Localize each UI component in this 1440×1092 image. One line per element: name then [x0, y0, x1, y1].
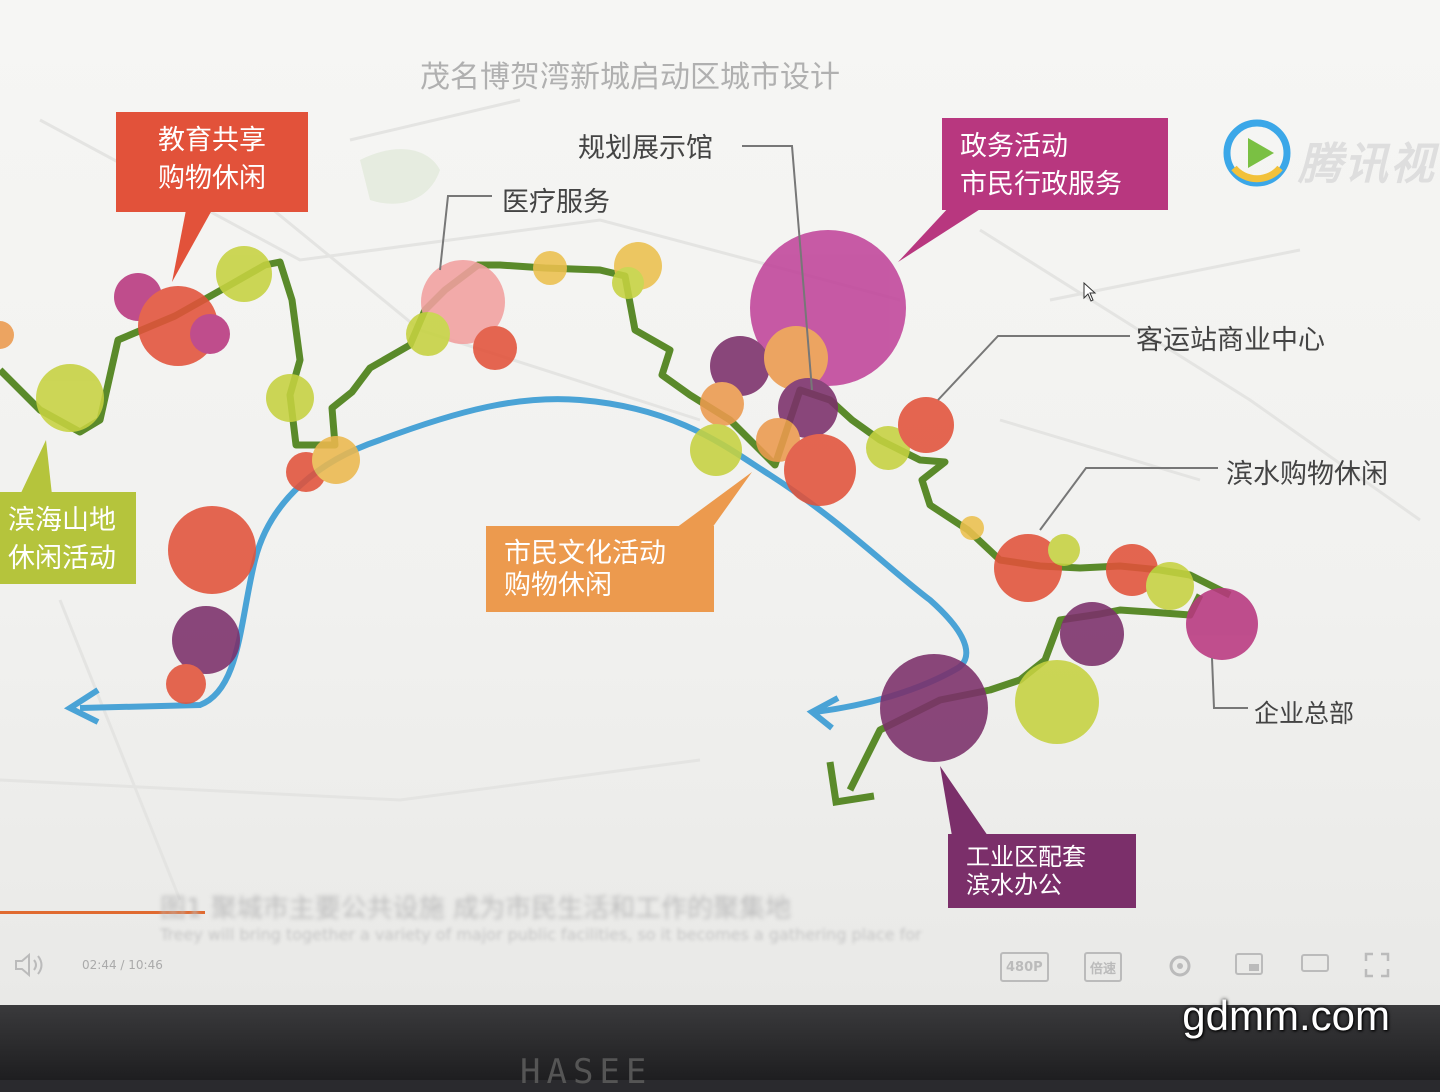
- callout-education: 教育共享 购物休闲: [116, 112, 308, 212]
- node-circle: [0, 321, 14, 349]
- callout-line: 滨水办公: [966, 871, 1062, 899]
- node-circle: [866, 426, 910, 470]
- map-diagram: [0, 98, 1421, 901]
- node-circle: [778, 378, 838, 438]
- node-circle: [533, 251, 567, 285]
- slide-title: 茂名博贺湾新城启动区城市设计: [420, 60, 840, 95]
- green-route-path: [0, 258, 1232, 599]
- map-green-patch: [360, 149, 440, 204]
- callout-line: 工业区配套: [966, 843, 1086, 871]
- callout-line: 政务活动: [960, 131, 1068, 162]
- label-medical: 医疗服务: [502, 187, 610, 218]
- node-circle: [190, 314, 230, 354]
- node-circle: [1106, 544, 1158, 596]
- node-circle: [612, 267, 644, 299]
- node-circle: [898, 397, 954, 453]
- label-planning-hall: 规划展示馆: [578, 133, 713, 164]
- pointer-government: [898, 206, 985, 262]
- map-streets: [0, 98, 1421, 901]
- callout-government: 政务活动 市民行政服务: [942, 118, 1168, 210]
- site-watermark: gdmm.com: [1182, 992, 1390, 1039]
- callout-line: 教育共享: [158, 125, 266, 156]
- node-circle: [168, 506, 256, 594]
- node-circle: [1146, 562, 1194, 610]
- node-circle: [994, 534, 1062, 602]
- label-waterfront-shopping: 滨水购物休闲: [1226, 459, 1388, 490]
- mouse-cursor-icon: [1083, 282, 1097, 302]
- green-route-arrow-head: [826, 761, 875, 807]
- laptop-bezel: [0, 1005, 1440, 1080]
- node-circle: [960, 516, 984, 540]
- callout-line: 休闲活动: [8, 543, 116, 574]
- callout-line: 市民行政服务: [960, 169, 1122, 200]
- node-circle: [690, 424, 742, 476]
- leader-medical: [439, 195, 492, 271]
- speed-button[interactable]: 倍速: [1084, 952, 1123, 982]
- leader-bus-station: [937, 335, 1130, 401]
- pointer-coastal: [20, 440, 52, 495]
- node-circle: [166, 664, 206, 704]
- node-circle: [266, 374, 314, 422]
- blue-route-path: [79, 396, 970, 715]
- node-circle: [700, 382, 744, 426]
- callout-coastal: 滨海山地 休闲活动: [0, 492, 136, 584]
- player-controls: 02:44 / 10:46 480P 倍速: [0, 948, 1440, 988]
- callout-line: 市民文化活动: [504, 538, 666, 569]
- bezel-brand-logo: HASEE: [520, 1052, 653, 1092]
- leader-planning-hall: [742, 145, 813, 391]
- callout-industrial: 工业区配套 滨水办公: [948, 834, 1136, 908]
- node-circle: [216, 246, 272, 302]
- leader-hq: [1211, 657, 1248, 709]
- picture-in-picture-icon[interactable]: [1234, 952, 1264, 978]
- node-circle: [312, 436, 360, 484]
- node-circle: [172, 606, 240, 674]
- node-circle: [1186, 588, 1258, 660]
- node-circle: [406, 312, 450, 356]
- node-circle: [710, 336, 770, 396]
- time-display: 02:44 / 10:46: [82, 958, 163, 972]
- blue-route-arrow-left: [63, 687, 100, 725]
- wide-screen-icon[interactable]: [1300, 952, 1330, 978]
- progress-bar-played[interactable]: [0, 911, 205, 914]
- node-circle: [784, 434, 856, 506]
- leader-waterfront-shopping: [1039, 467, 1218, 531]
- callout-line: 购物休闲: [158, 163, 266, 194]
- node-circle: [1015, 660, 1099, 744]
- subtitle-line-chinese: 图1 聚城市主要公共设施 成为市民生活和工作的聚集地: [160, 894, 792, 924]
- blue-route-arrow-right: [806, 695, 840, 731]
- pointer-education: [172, 210, 212, 282]
- callout-line: 滨海山地: [8, 505, 116, 536]
- logo-text: 腾讯视: [1298, 139, 1436, 190]
- node-circle: [473, 326, 517, 370]
- label-hq: 企业总部: [1254, 699, 1355, 728]
- pointer-industrial: [940, 766, 988, 836]
- pointer-civic: [676, 472, 752, 528]
- quality-button[interactable]: 480P: [1000, 952, 1049, 982]
- node-circle: [1048, 534, 1080, 566]
- activity-nodes: [0, 230, 1258, 762]
- fullscreen-icon[interactable]: [1364, 952, 1394, 978]
- leader-lines: [439, 145, 1248, 709]
- node-circle: [764, 326, 828, 390]
- video-screen[interactable]: 茂名博贺湾新城启动区城市设计 腾讯视 教育共享 购物休闲 政务活动 市民行政服务…: [0, 0, 1440, 1005]
- node-circle: [1060, 602, 1124, 666]
- label-bus-station: 客运站商业中心: [1136, 325, 1325, 356]
- callout-civic: 市民文化活动 购物休闲: [486, 526, 714, 612]
- subtitle-line-english: Treey will bring together a variety of m…: [160, 925, 922, 944]
- node-circle: [880, 654, 988, 762]
- node-circle: [36, 364, 104, 432]
- node-circle: [756, 418, 800, 462]
- volume-icon[interactable]: [14, 952, 54, 978]
- settings-icon[interactable]: [1166, 952, 1196, 978]
- callout-line: 购物休闲: [504, 570, 612, 601]
